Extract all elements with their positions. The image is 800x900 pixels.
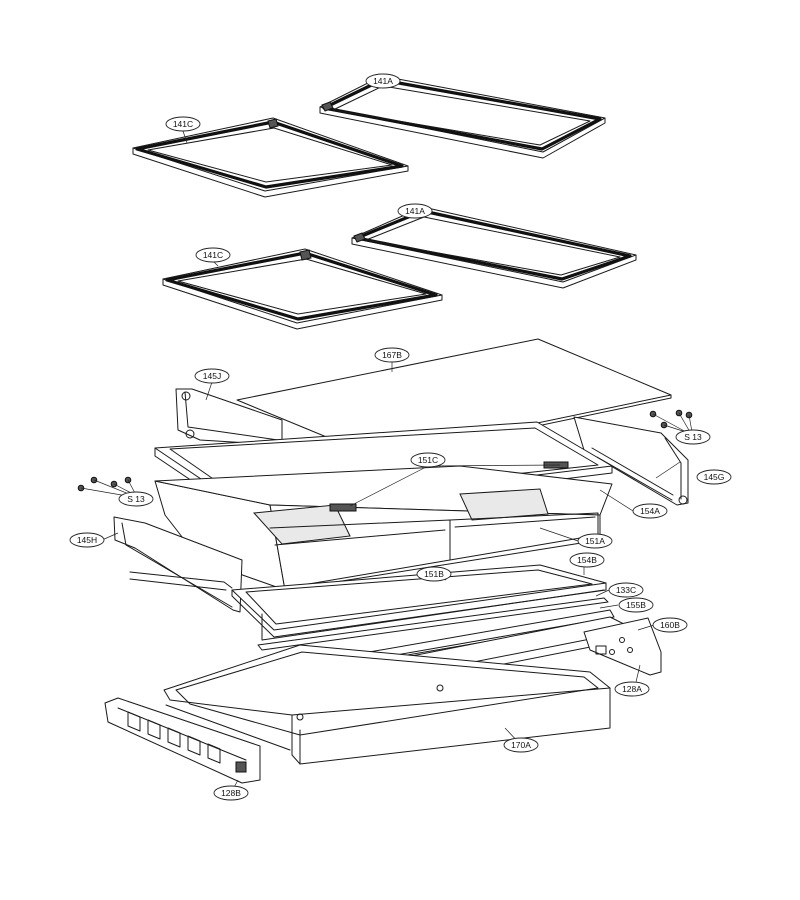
callout-154b-text: 154B	[577, 555, 597, 565]
callout-128b-text: 128B	[221, 788, 241, 798]
callout-141a-mid-text: 141A	[405, 206, 425, 216]
callout-167b-text: 167B	[382, 350, 402, 360]
leader-lines	[101, 80, 681, 794]
callout-s13-left: S 13	[118, 491, 154, 507]
frame-154b	[231, 564, 607, 641]
bracket-128a	[583, 617, 662, 676]
callout-160b-text: 160B	[660, 620, 680, 630]
drawer-151a	[154, 461, 613, 591]
callout-151c-text: 151C	[418, 455, 438, 465]
callout-133c: 133C	[608, 582, 644, 598]
callout-128b: 128B	[213, 785, 249, 801]
callout-151b: 151B	[416, 566, 452, 582]
callout-155b: 155B	[618, 597, 654, 613]
callout-145g-text: 145G	[704, 472, 725, 482]
callout-141c-mid-text: 141C	[203, 250, 223, 260]
callout-151a-text: 151A	[585, 536, 605, 546]
crisper-frame-170a	[163, 644, 611, 765]
callout-151b-text: 151B	[424, 569, 444, 579]
shelf-141c-top	[132, 117, 409, 198]
callout-155b-text: 155B	[626, 600, 646, 610]
callout-154b: 154B	[569, 552, 605, 568]
callout-170a: 170A	[503, 737, 539, 753]
callout-141c-top: 141C	[165, 116, 201, 132]
callout-141a-top-text: 141A	[373, 76, 393, 86]
callout-151c: 151C	[410, 452, 446, 468]
shelf-141a-top	[319, 75, 606, 159]
screws-s13-left	[77, 476, 137, 498]
callout-160b: 160B	[652, 617, 688, 633]
callout-154a-text: 154A	[640, 506, 660, 516]
screws-s13-right	[649, 409, 693, 434]
shelf-141a-mid	[351, 206, 637, 289]
callout-133c-text: 133C	[616, 585, 636, 595]
callout-s13-right-text: S 13	[684, 432, 702, 442]
callout-145j: 145J	[194, 368, 230, 384]
callout-145h-text: 145H	[77, 535, 97, 545]
callout-145h: 145H	[69, 532, 105, 548]
callout-145j-text: 145J	[203, 371, 221, 381]
callout-141a-top: 141A	[365, 73, 401, 89]
callout-128a-text: 128A	[622, 684, 642, 694]
callout-128a: 128A	[614, 681, 650, 697]
callout-167b: 167B	[374, 347, 410, 363]
bracket-128b	[104, 697, 261, 784]
callout-145g: 145G	[696, 469, 732, 485]
callout-s13-left-text: S 13	[127, 494, 145, 504]
callout-141c-top-text: 141C	[173, 119, 193, 129]
callout-141c-mid: 141C	[195, 247, 231, 263]
callout-170a-text: 170A	[511, 740, 531, 750]
callout-s13-right: S 13	[675, 429, 711, 445]
shelf-141c-mid	[162, 248, 443, 330]
side-frame-145h	[113, 516, 243, 613]
callout-141a-mid: 141A	[397, 203, 433, 219]
callout-154a: 154A	[632, 503, 668, 519]
callout-151a: 151A	[577, 533, 613, 549]
